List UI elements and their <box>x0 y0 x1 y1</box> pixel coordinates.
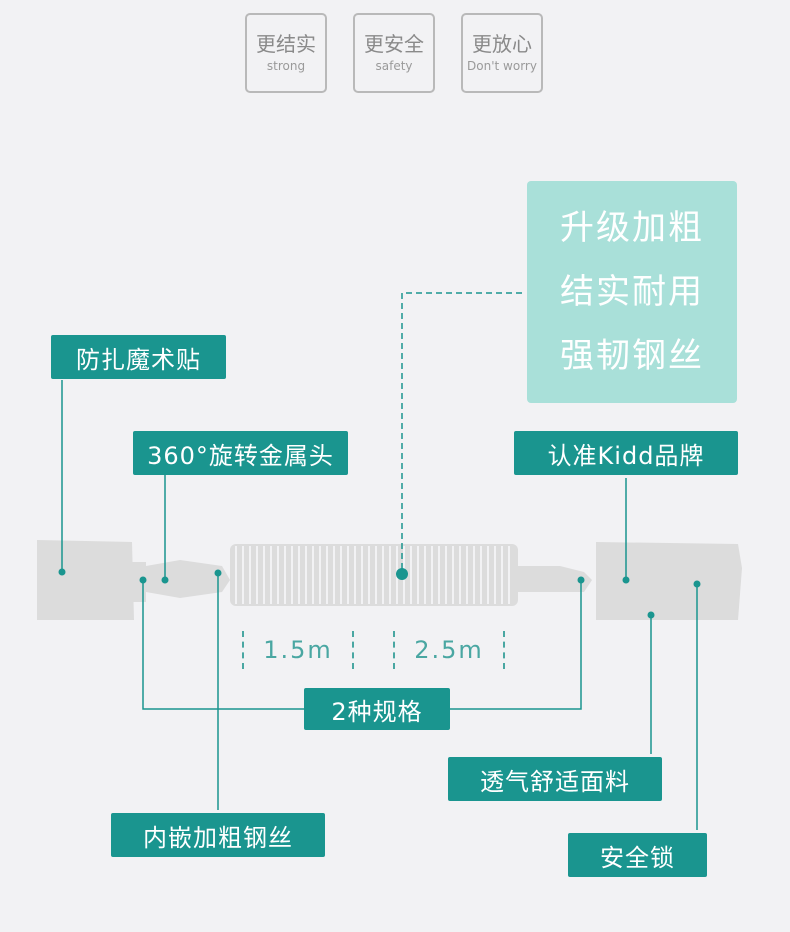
sizes-right-leader <box>450 580 582 710</box>
feature-badge-dont-worry: 更放心 Don't worry <box>461 13 543 93</box>
sizes-left-dot <box>139 576 147 584</box>
feature-subtitle: Don't worry <box>467 59 537 73</box>
label-velcro: 防扎魔术贴 <box>51 335 226 379</box>
feature-badge-safety: 更安全 safety <box>353 13 435 93</box>
label-swivel-head: 360°旋转金属头 <box>133 431 348 475</box>
feature-subtitle: strong <box>266 59 306 73</box>
highlight-line-1: 升级加粗 <box>560 208 704 248</box>
brand-dot <box>622 576 630 584</box>
label-safety-lock: 安全锁 <box>568 833 707 877</box>
velcro-dot <box>58 568 66 576</box>
swivel-dot <box>161 576 169 584</box>
fabric-dot <box>647 611 655 619</box>
right-connector-shape <box>518 566 592 592</box>
feature-badge-strong: 更结实 strong <box>245 13 327 93</box>
sizes-left-leader <box>142 580 304 710</box>
feature-title: 更安全 <box>364 32 424 56</box>
highlight-box: 升级加粗 结实耐用 强韧钢丝 <box>527 181 737 403</box>
highlight-line-3: 强韧钢丝 <box>560 336 704 376</box>
label-embedded-wire: 内嵌加粗钢丝 <box>111 813 325 857</box>
wire-dot <box>214 569 222 577</box>
feature-title: 更结实 <box>256 32 316 56</box>
swivel-head-shape <box>146 560 230 598</box>
sizes-right-dot <box>577 576 585 584</box>
cable-dot <box>396 568 408 580</box>
highlight-line-2: 结实耐用 <box>560 272 704 312</box>
highlight-leader <box>401 292 522 572</box>
coil-ridges <box>235 546 510 604</box>
size-option-short: 1.5m <box>242 631 354 669</box>
right-cuff-shape <box>596 542 742 620</box>
label-brand: 认准Kidd品牌 <box>514 431 738 475</box>
feature-subtitle: safety <box>375 59 413 73</box>
label-breathable-fabric: 透气舒适面料 <box>448 757 662 801</box>
lock-dot <box>693 580 701 588</box>
feature-title: 更放心 <box>472 32 532 56</box>
label-two-sizes: 2种规格 <box>304 688 450 730</box>
left-cuff-shape <box>37 540 134 620</box>
size-option-long: 2.5m <box>393 631 505 669</box>
